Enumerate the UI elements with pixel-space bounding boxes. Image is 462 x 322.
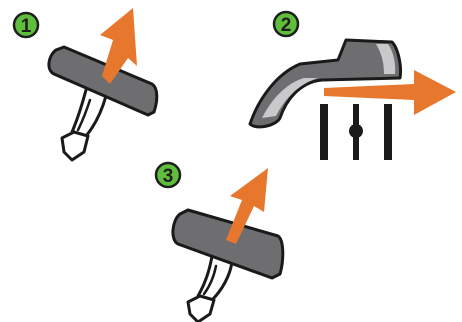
step-2-group: 2 bbox=[250, 12, 456, 160]
step-1-badge: 1 bbox=[14, 13, 38, 37]
step-3-number: 3 bbox=[163, 166, 174, 187]
step-2-slot-pin bbox=[349, 124, 363, 138]
step-2-slot-right-bar bbox=[384, 104, 392, 160]
step-3-clip-tip bbox=[188, 296, 214, 322]
step-2-number: 2 bbox=[281, 15, 292, 36]
step-3-badge: 3 bbox=[156, 163, 180, 187]
step-1-group: 1 bbox=[14, 8, 157, 160]
step-1-number: 1 bbox=[21, 16, 32, 37]
step-1-clip bbox=[49, 47, 157, 160]
step-3-clip bbox=[173, 210, 283, 322]
step-2-slot-left-bar bbox=[320, 104, 328, 160]
step-2-slot bbox=[320, 104, 392, 160]
step-3-group: 3 bbox=[156, 163, 283, 322]
step-3-clip-head bbox=[173, 210, 283, 278]
step-1-clip-tip bbox=[62, 132, 88, 160]
step-2-badge: 2 bbox=[274, 12, 298, 36]
